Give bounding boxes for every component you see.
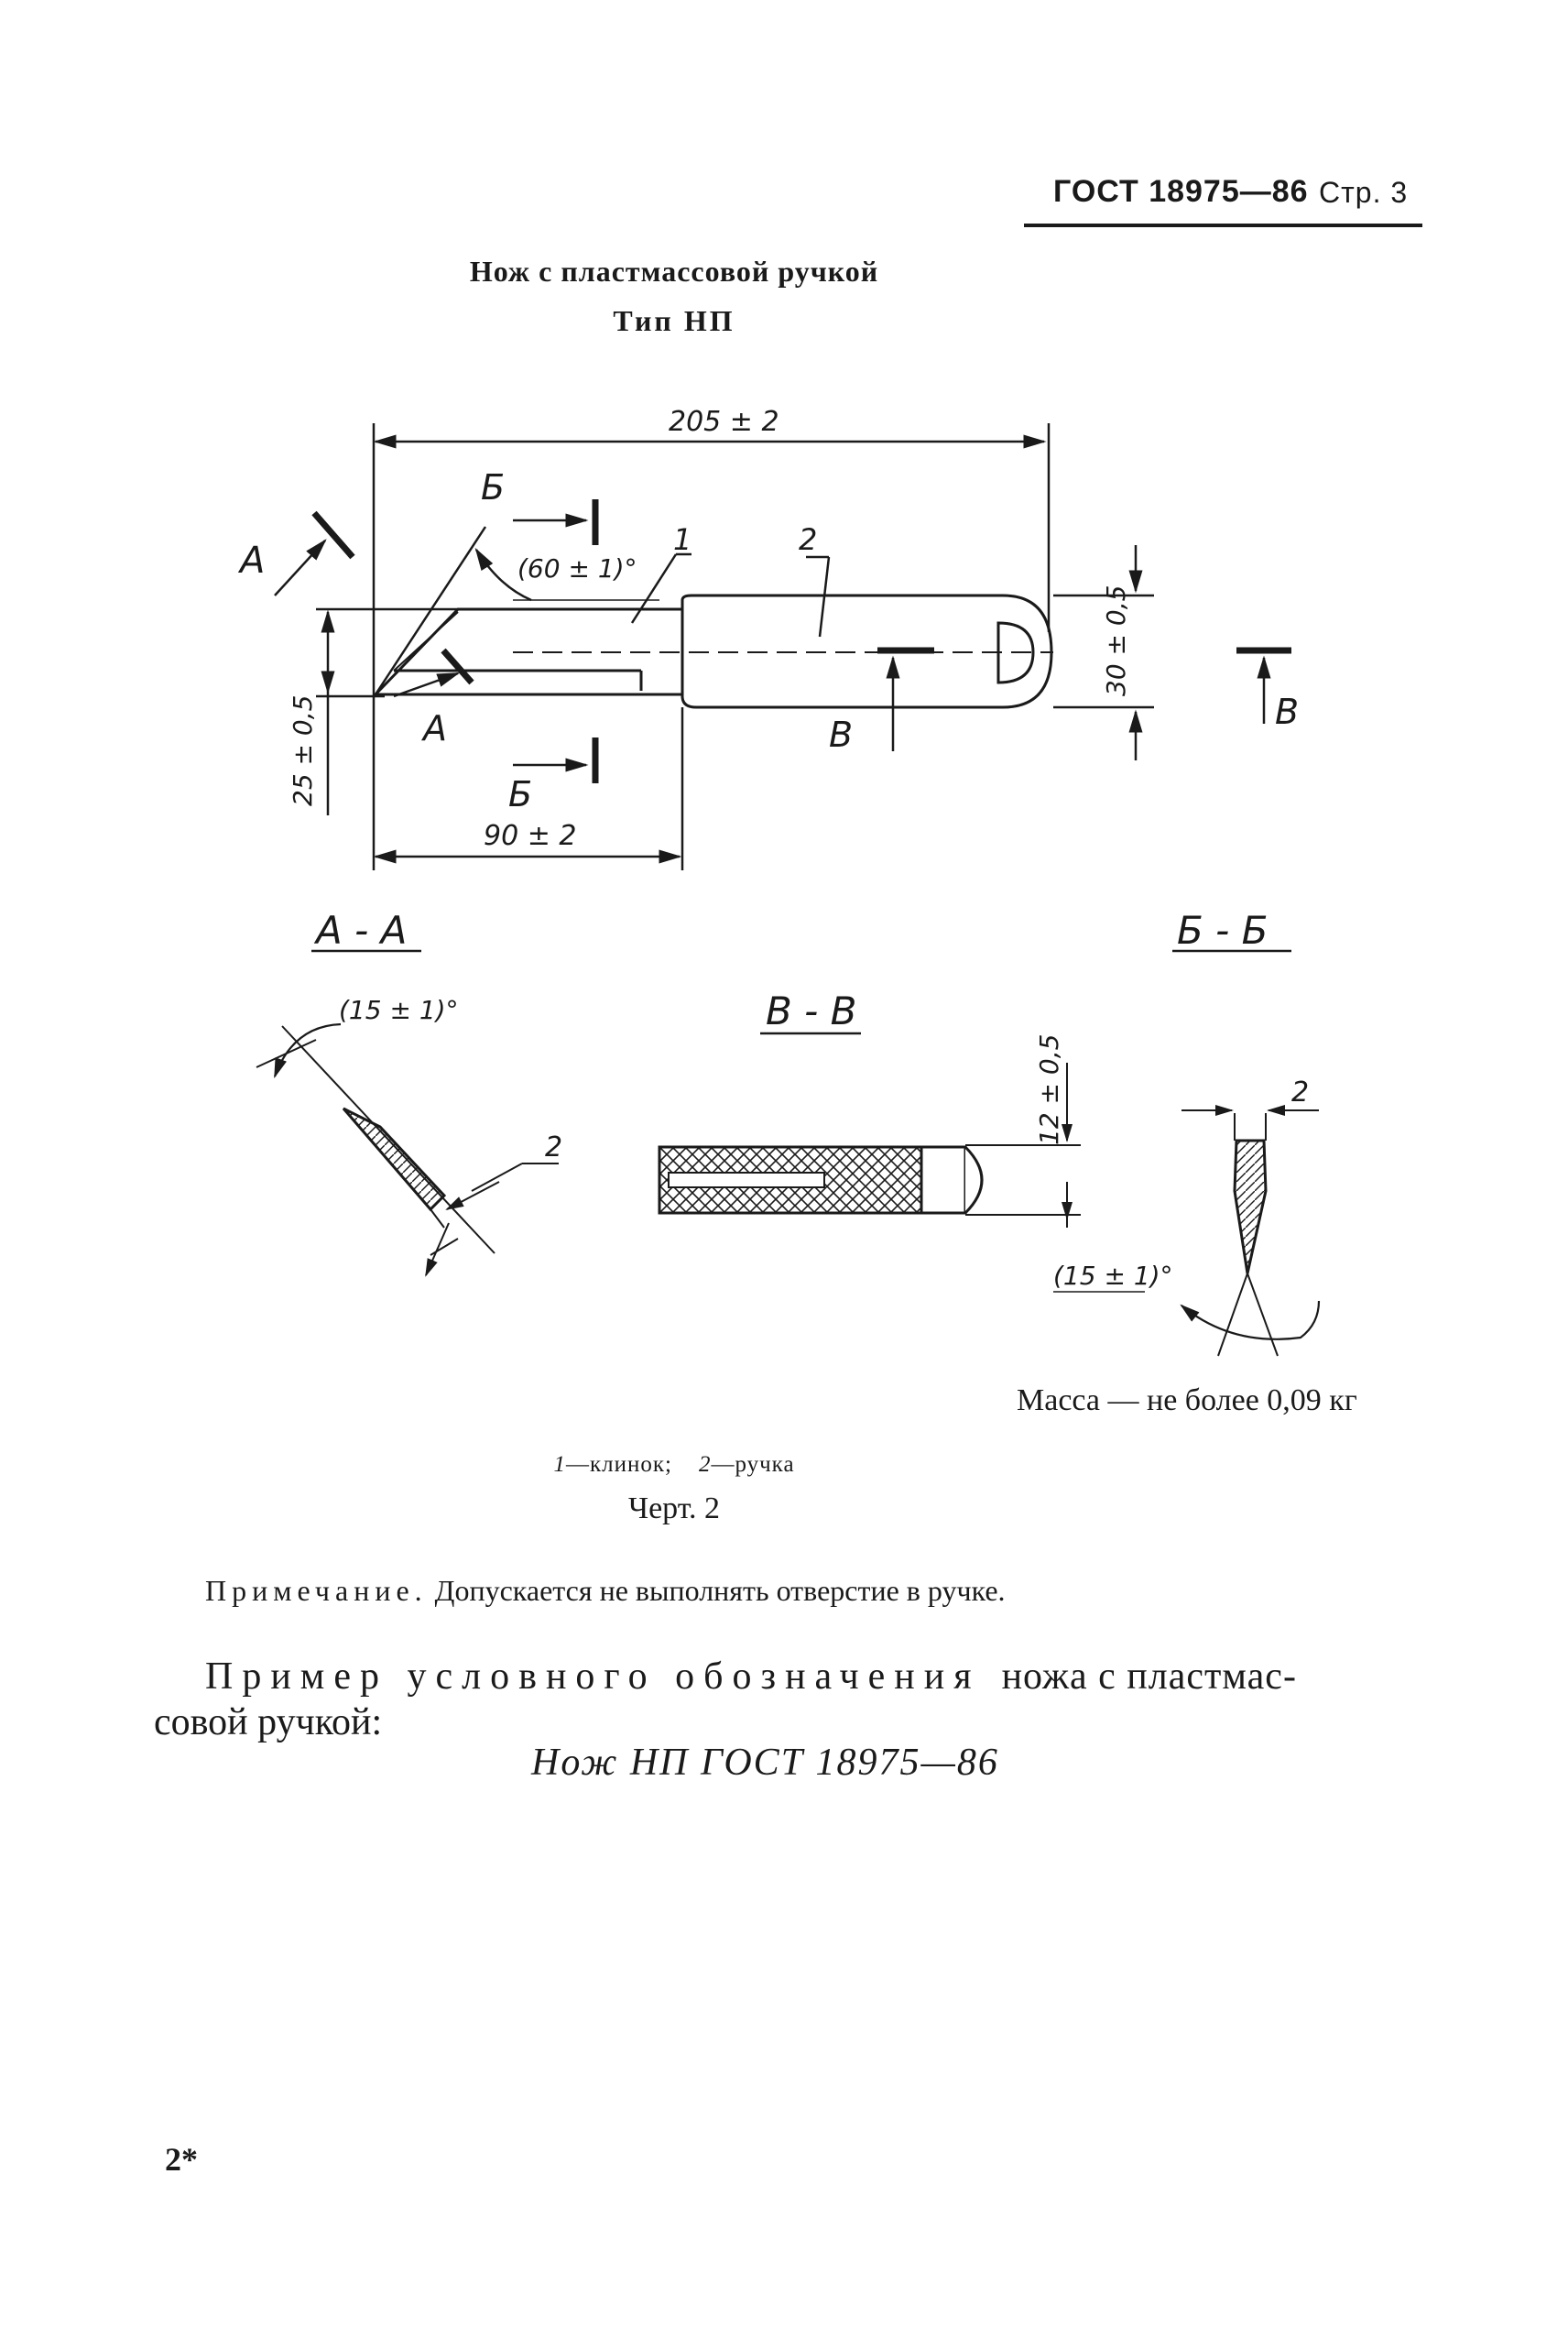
cut-label-v-right: В: [1275, 692, 1299, 732]
dim-angle-15-bb: (15 ± 1)°: [1053, 1261, 1173, 1291]
standard-number: ГОСТ 18975—86: [1053, 174, 1309, 209]
section-label-vv: В - В: [766, 989, 856, 1033]
example-line-1: Пример условного обозначения ножа с плас…: [205, 1655, 1297, 1699]
header-rule: [1024, 224, 1422, 227]
dim-thickness-aa: 2: [545, 1131, 562, 1164]
cut-label-b-top: Б: [481, 467, 505, 508]
note-heading: Примечание.: [205, 1574, 428, 1607]
dim-blade-width: 25 ± 0,5: [288, 695, 318, 806]
section-label-aa: А - А: [313, 908, 407, 953]
legend-item-1-num: 1: [553, 1452, 566, 1477]
section-label-bb: Б - Б: [1177, 908, 1268, 953]
dim-thickness-bb: 2: [1291, 1076, 1309, 1109]
note-text: Допускается не выполнять отверстие в руч…: [434, 1574, 1006, 1607]
drawing-type: Тип НП: [613, 304, 735, 337]
legend-item-2-num: 2: [698, 1452, 712, 1477]
example-heading: Пример условного обозначения: [205, 1655, 981, 1698]
cut-label-v: В: [829, 715, 853, 755]
example-designation: Нож НП ГОСТ 18975—86: [531, 1742, 999, 1784]
mass-note: Масса — не более 0,09 кг: [1017, 1383, 1357, 1417]
dim-blade-length: 90 ± 2: [484, 820, 576, 852]
part-label-blade: 1: [673, 522, 691, 557]
legend-item-1-text: —клинок;: [565, 1452, 672, 1477]
example-line-2: совой ручкой:: [154, 1701, 383, 1743]
legend-item-2-text: —ручка: [711, 1452, 795, 1477]
figure-caption: Черт. 2: [627, 1491, 721, 1525]
dim-section-height: 12 ± 0,5: [1034, 1034, 1064, 1145]
technical-drawing: 205 ± 2 90 ± 2 25 ± 0,5 30 ± 0,5 (60 ± 1…: [237, 406, 1321, 1357]
signature-mark: 2*: [165, 2141, 198, 2178]
view-label-a: А: [237, 540, 265, 582]
part-label-handle: 2: [799, 522, 817, 557]
dim-angle-60: (60 ± 1)°: [517, 553, 637, 584]
dim-angle-15-aa: (15 ± 1)°: [339, 995, 459, 1025]
cut-label-b-bottom: Б: [508, 774, 532, 814]
page-number: Стр. 3: [1319, 176, 1409, 209]
view-label-a-blade: А: [420, 708, 447, 748]
dim-overall-length: 205 ± 2: [669, 406, 779, 438]
drawing-title: Нож с пластмассовой ручкой: [469, 255, 879, 288]
parts-legend: 1—клинок; 2—ручка: [0, 1452, 1458, 1478]
example-line-1-rest: ножа с пластмас-: [1001, 1655, 1297, 1698]
dim-handle-width: 30 ± 0,5: [1101, 585, 1131, 696]
note: Примечание. Допускается не выполнять отв…: [205, 1574, 1006, 1608]
